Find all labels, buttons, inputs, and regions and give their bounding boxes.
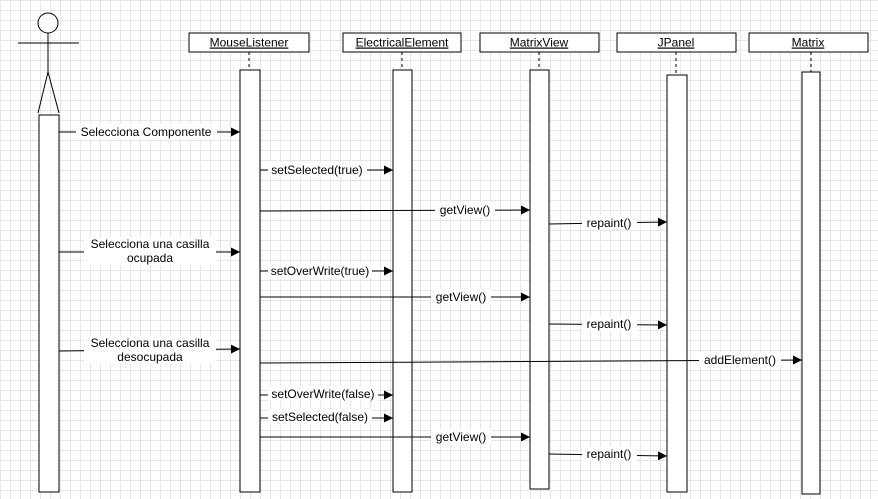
message-label: setOverWrite(true) <box>271 264 369 278</box>
participant-matrixview-label: MatrixView <box>510 36 569 50</box>
message-label-line-2: desocupada <box>117 350 183 364</box>
message-label: Selecciona Componente <box>81 125 212 139</box>
participant-electricalelement-activation <box>392 69 413 493</box>
participant-mouselistener-label: MouseListener <box>210 36 289 50</box>
message-label: setSelected(true) <box>271 163 362 177</box>
message-label: setOverWrite(false) <box>271 387 374 401</box>
message-1: Selecciona Componente <box>59 124 240 139</box>
message-label-background <box>699 352 781 367</box>
message-label: Selecciona una casilla <box>91 336 210 350</box>
participant-jpanel-activation <box>666 74 688 493</box>
message-label: getView() <box>436 290 486 304</box>
participant-matrixview-activation <box>529 69 550 490</box>
message-8: repaint() <box>548 316 668 331</box>
message-4: repaint() <box>548 215 668 230</box>
message-13: getView() <box>260 429 530 444</box>
actor <box>18 12 79 114</box>
message-7: getView() <box>260 289 530 304</box>
message-label-background <box>431 289 491 304</box>
message-label: getView() <box>436 430 486 444</box>
participant-matrix-label: Matrix <box>792 36 825 50</box>
message-label: Selecciona una casilla <box>91 237 210 251</box>
message-label-background <box>582 316 637 331</box>
message-label-background <box>268 386 378 401</box>
message-label-background <box>268 162 367 177</box>
message-label-background <box>268 263 372 278</box>
message-label-background <box>84 237 216 265</box>
actor-head <box>37 12 59 34</box>
message-label: setSelected(false) <box>272 410 368 424</box>
message-label: repaint() <box>587 317 632 331</box>
message-label-background <box>431 429 491 444</box>
message-14: repaint() <box>548 446 668 461</box>
message-label: repaint() <box>587 216 632 230</box>
participant-electricalelement-label: ElectricalElement <box>356 36 449 50</box>
actor-activation-bar <box>38 114 60 493</box>
message-label-background <box>435 202 495 217</box>
message-2: setSelected(true) <box>260 162 393 177</box>
participant-electricalelement: ElectricalElement <box>342 32 462 493</box>
message-9: Selecciona una casilla desocupada <box>58 336 241 364</box>
participant-matrix-activation <box>801 71 821 495</box>
message-12: setSelected(false) <box>260 409 393 424</box>
message-label-background <box>84 336 216 364</box>
participant-matrix-box <box>748 32 869 53</box>
actor-right-leg <box>47 71 60 114</box>
message-label-line-2: ocupada <box>127 251 173 265</box>
participant-matrixview: MatrixView <box>479 32 600 490</box>
message-10: addElement() <box>259 352 803 367</box>
message-5: Selecciona una casilla ocupada <box>59 237 240 265</box>
message-6: setOverWrite(true) <box>260 263 393 278</box>
participant-jpanel: JPanel <box>616 32 737 493</box>
participant-jpanel-label: JPanel <box>658 36 695 50</box>
participant-matrix: Matrix <box>748 32 869 495</box>
message-11: setOverWrite(false) <box>260 386 393 401</box>
message-label-background <box>582 215 637 230</box>
message-label-background <box>76 124 217 139</box>
message-label: getView() <box>440 203 490 217</box>
participant-mouselistener: MouseListener <box>188 32 310 493</box>
message-label: addElement() <box>704 353 776 367</box>
participant-mouselistener-activation <box>239 69 261 493</box>
message-label-background <box>268 409 372 424</box>
actor-left-leg <box>37 71 49 114</box>
message-label-background <box>582 446 637 461</box>
message-label: repaint() <box>587 447 632 461</box>
message-3: getView() <box>259 202 531 217</box>
